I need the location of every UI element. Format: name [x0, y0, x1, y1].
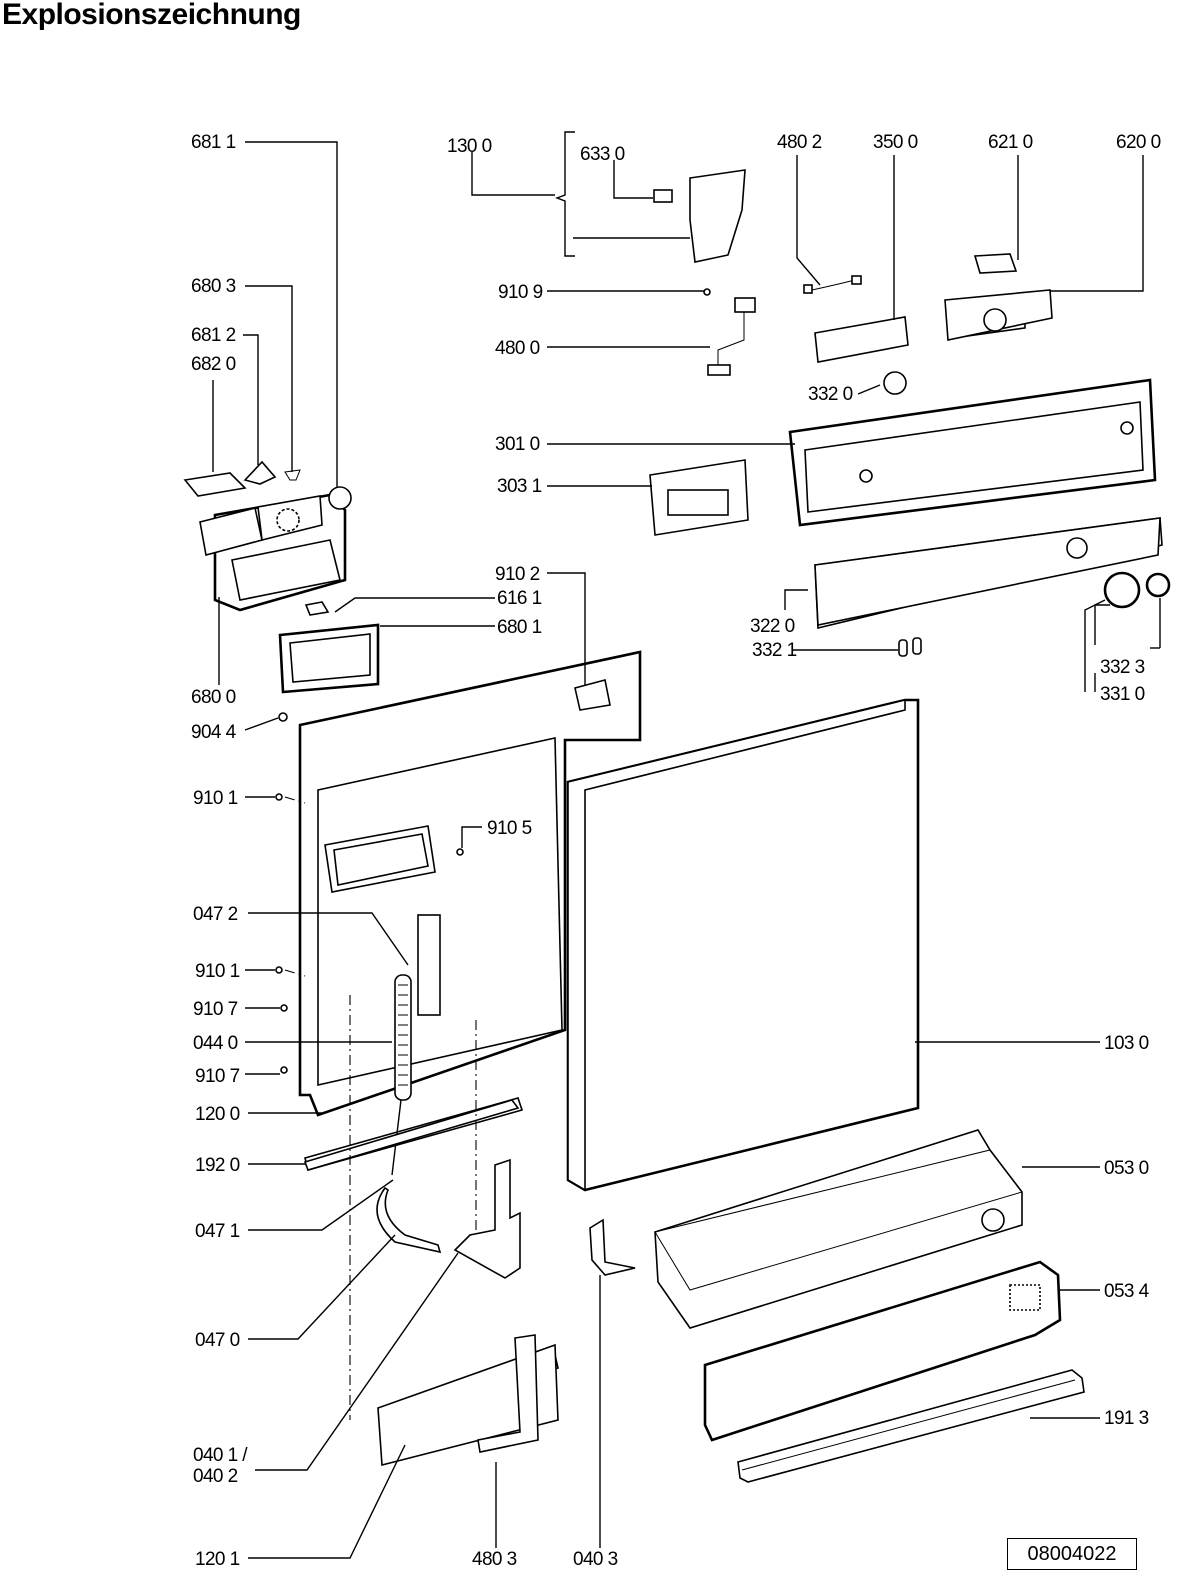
alignment-lines: [284, 796, 477, 1420]
document-number: 08004022: [1007, 1538, 1137, 1570]
callout-047-0: 047 0: [195, 1330, 240, 1351]
part-door-lock: [653, 169, 746, 263]
leader-lines: [212, 131, 1161, 1559]
callout-480-0: 480 0: [495, 338, 540, 359]
callout-103-0: 103 0: [1104, 1033, 1149, 1054]
part-kickplate: [654, 1129, 1023, 1329]
part-module-621: [973, 253, 1018, 274]
callout-350-0: 350 0: [873, 132, 918, 153]
callout-047-2: 047 2: [193, 904, 238, 925]
callout-620-0: 620 0: [1116, 132, 1161, 153]
part-control-panel: [788, 295, 1157, 527]
callout-621-0: 621 0: [988, 132, 1033, 153]
callout-332-1: 332 1: [752, 640, 797, 661]
part-buttons-332-1: [898, 637, 922, 657]
callout-labels: 681 1 130 0 633 0 480 2 350 0 621 0 620 …: [191, 132, 1161, 1570]
part-outer-door: [566, 698, 920, 1192]
part-door-seal: [303, 1099, 520, 1171]
part-lower-rail: [377, 1334, 559, 1467]
callout-910-9: 910 9: [498, 282, 543, 303]
callout-680-3: 680 3: [191, 276, 236, 297]
callout-047-1: 047 1: [195, 1221, 240, 1242]
callout-633-0: 633 0: [580, 144, 625, 165]
part-fascia: [814, 517, 1163, 630]
callout-910-1: 910 1: [195, 961, 240, 982]
callout-331-0: 331 0: [1100, 684, 1145, 705]
part-module-350: [814, 316, 909, 363]
callout-681-2: 681 2: [191, 325, 236, 346]
callout-910-1: 910 1: [193, 788, 238, 809]
part-bracket-040: [453, 1158, 521, 1279]
part-cable-480-2: [803, 275, 862, 294]
callout-332-3: 332 3: [1100, 657, 1145, 678]
part-bracket-040-3: [589, 1218, 636, 1276]
callout-130-0: 130 0: [447, 136, 492, 157]
callout-120-1: 120 1: [195, 1549, 240, 1570]
part-knob-331-0: [1103, 571, 1171, 609]
callout-192-0: 192 0: [195, 1155, 240, 1176]
callout-040-2: 040 2: [193, 1466, 238, 1487]
screws: [275, 712, 464, 1074]
callout-322-0: 322 0: [750, 616, 795, 637]
callout-616-1: 616 1: [497, 588, 542, 609]
callout-053-4: 053 4: [1104, 1281, 1150, 1302]
callout-303-1: 303 1: [497, 476, 542, 497]
callout-332-0: 332 0: [808, 384, 853, 405]
callout-910-5: 910 5: [487, 818, 532, 839]
callout-480-2: 480 2: [777, 132, 822, 153]
part-bottom-trim: [737, 1369, 1085, 1483]
part-panel-053-4: [703, 1260, 1062, 1442]
callout-681-1: 681 1: [191, 132, 236, 153]
callout-904-4: 904 4: [191, 722, 237, 743]
callout-040-3: 040 3: [573, 1549, 618, 1570]
part-dispenser: [183, 460, 380, 694]
part-knob-332-0: [883, 371, 907, 395]
callout-680-1: 680 1: [497, 617, 542, 638]
callout-044-0: 044 0: [193, 1033, 238, 1054]
part-spring: [376, 974, 442, 1254]
callout-910-7: 910 7: [195, 1066, 240, 1087]
callout-480-3: 480 3: [472, 1549, 517, 1570]
callout-680-0: 680 0: [191, 687, 236, 708]
callout-910-7: 910 7: [193, 999, 238, 1020]
page-title: Explosionszeichnung: [2, 0, 301, 31]
callout-301-0: 301 0: [495, 434, 540, 455]
callout-040-1: 040 1 /: [193, 1445, 248, 1466]
part-handle: [649, 459, 749, 536]
callout-910-2: 910 2: [495, 564, 540, 585]
callout-682-0: 682 0: [191, 354, 236, 375]
callout-120-0: 120 0: [195, 1104, 240, 1125]
callout-053-0: 053 0: [1104, 1158, 1149, 1179]
part-module-620: [944, 289, 1053, 341]
part-hinge-910-2: [574, 679, 611, 711]
callout-191-3: 191 3: [1104, 1408, 1149, 1429]
part-cable-480-0: [703, 288, 756, 376]
